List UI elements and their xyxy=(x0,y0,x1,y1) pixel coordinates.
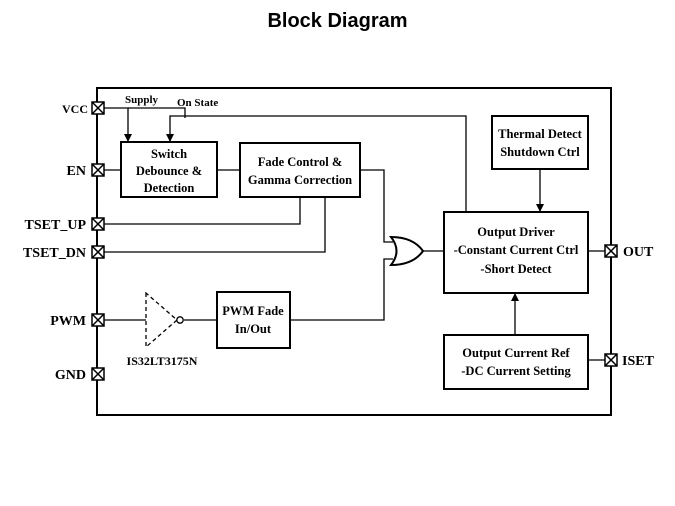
pin-vcc xyxy=(91,101,105,115)
pin-out xyxy=(604,244,618,258)
pin-label-tset-up: TSET_UP xyxy=(25,218,87,233)
pin-pwm xyxy=(91,313,105,327)
pwm-fade-line-1: PWM Fade xyxy=(222,304,284,318)
supply-label: Supply xyxy=(125,94,159,106)
or-gate xyxy=(388,235,425,267)
pwm-fade-line-2: In/Out xyxy=(235,322,272,336)
pin-gnd xyxy=(91,367,105,381)
pin-label-vcc: VCC xyxy=(62,102,88,116)
fade-line-1: Fade Control & xyxy=(258,155,343,169)
switch-line-1: Switch xyxy=(151,147,187,161)
switch-debounce-block xyxy=(120,141,218,198)
pin-iset xyxy=(604,353,618,367)
pin-label-iset: ISET xyxy=(622,354,655,369)
wire-tset-dn xyxy=(104,198,326,253)
wire-on-state xyxy=(166,115,467,212)
pin-label-en: EN xyxy=(67,164,86,179)
pwm-fade-block xyxy=(216,291,291,349)
fade-line-2: Gamma Correction xyxy=(248,173,352,187)
wire-vcc-supply xyxy=(104,107,132,142)
thermal-line-1: Thermal Detect xyxy=(498,127,582,141)
diagram-title: Block Diagram xyxy=(267,10,408,32)
pin-label-out: OUT xyxy=(623,245,654,260)
current-ref-block xyxy=(443,334,589,390)
on-state-label: On State xyxy=(177,97,218,109)
wire-pwmfade-or xyxy=(290,258,393,321)
wire-supply-branch xyxy=(128,107,186,118)
wire-fade-or xyxy=(360,169,393,243)
current-ref-line-1: Output Current Ref xyxy=(462,346,570,360)
pin-tset-dn xyxy=(91,245,105,259)
driver-line-3: -Short Detect xyxy=(480,262,552,276)
pin-label-tset-dn: TSET_DN xyxy=(23,246,86,261)
driver-line-2: -Constant Current Ctrl xyxy=(454,243,579,257)
pin-en xyxy=(91,163,105,177)
switch-line-3: Detection xyxy=(144,181,195,195)
pin-label-pwm: PWM xyxy=(50,314,86,329)
thermal-detect-block xyxy=(491,115,589,170)
wire-tset-up xyxy=(104,198,301,225)
pin-tset-up xyxy=(91,217,105,231)
fade-control-block xyxy=(239,142,361,198)
thermal-line-2: Shutdown Ctrl xyxy=(500,145,580,159)
part-number-label: IS32LT3175N xyxy=(127,354,198,368)
input-buffer xyxy=(145,291,184,349)
current-ref-line-2: -DC Current Setting xyxy=(461,364,571,378)
switch-line-2: Debounce & xyxy=(136,164,202,178)
pin-label-gnd: GND xyxy=(55,368,86,383)
driver-line-1: Output Driver xyxy=(477,225,555,239)
output-driver-block xyxy=(443,211,589,294)
